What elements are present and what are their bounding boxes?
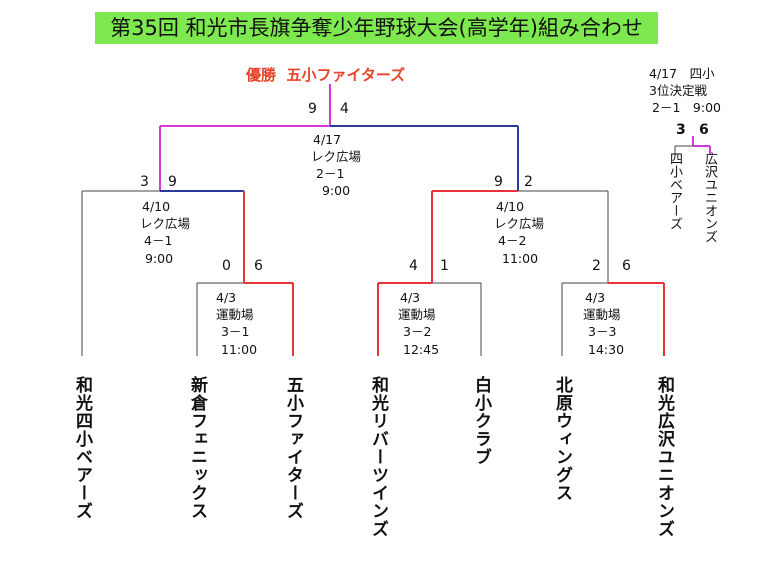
final-date: 4/17: [313, 132, 342, 147]
semi1-right-score: 9: [168, 174, 177, 190]
champion-team: 五小ファイターズ: [286, 66, 406, 84]
r1m3-venue: 運動場: [583, 307, 621, 322]
r1m2-venue: 運動場: [398, 307, 436, 322]
third-date-place: 4/17 四小: [649, 66, 715, 81]
third-score-time: 2－1 9:00: [652, 100, 721, 115]
r1m1-venue: 運動場: [216, 307, 254, 322]
semi1-left-score: 3: [140, 174, 149, 190]
page-title: 第35回 和光市長旗争奪少年野球大会(高学年)組み合わせ: [95, 12, 658, 44]
semi2-left-score: 9: [494, 174, 503, 190]
r1m2-date: 4/3: [400, 290, 421, 305]
r1m1-date: 4/3: [216, 290, 237, 305]
r1m1-time: 11:00: [221, 342, 258, 357]
r1m2-left-score: 4: [409, 258, 418, 274]
r1m3-score: 3－3: [588, 324, 617, 339]
final-score: 2－1: [316, 166, 345, 181]
final-left-score: 9: [308, 101, 317, 117]
semi2-right-score: 2: [524, 174, 533, 190]
third-left-team: 四小ベアーズ: [667, 152, 682, 230]
r1m3-right-score: 6: [622, 258, 631, 274]
semi1-date: 4/10: [142, 199, 171, 214]
semi2-score: 4－2: [498, 233, 527, 248]
third-right-score: 6: [699, 122, 709, 138]
team-6: 和光広沢ユニオンズ: [654, 376, 674, 538]
r1m1-left-score: 0: [222, 258, 231, 274]
team-3: 和光リバーツインズ: [368, 376, 388, 538]
semi1-time: 9:00: [145, 251, 174, 266]
third-left-score: 3: [676, 122, 686, 138]
third-title: 3位決定戦: [649, 83, 707, 98]
r1m2-time: 12:45: [403, 342, 440, 357]
r1m2-score: 3－2: [403, 324, 432, 339]
r1m1-right-score: 6: [254, 258, 263, 274]
team-0: 和光四小ベアーズ: [72, 376, 92, 520]
champion-line: 優勝 五小ファイターズ: [246, 64, 405, 85]
champion-label: 優勝: [246, 66, 277, 84]
r1m3-time: 14:30: [588, 342, 625, 357]
team-4: 白小クラブ: [471, 376, 491, 466]
team-5: 北原ウィングス: [552, 376, 572, 502]
r1m1-score: 3－1: [221, 324, 250, 339]
r1m3-left-score: 2: [592, 258, 601, 274]
team-1: 新倉フェニックス: [187, 376, 207, 520]
third-right-team: 広沢ユニオンズ: [702, 152, 717, 243]
r1m2-right-score: 1: [440, 258, 449, 274]
semi2-date: 4/10: [496, 199, 525, 214]
semi1-score: 4－1: [144, 233, 173, 248]
final-venue: レク広場: [311, 149, 362, 164]
final-time: 9:00: [322, 183, 351, 198]
team-2: 五小ファイターズ: [283, 376, 303, 520]
r1m3-date: 4/3: [585, 290, 606, 305]
semi1-venue: レク広場: [140, 216, 191, 231]
semi2-venue: レク広場: [494, 216, 545, 231]
final-right-score: 4: [340, 101, 349, 117]
semi2-time: 11:00: [502, 251, 539, 266]
